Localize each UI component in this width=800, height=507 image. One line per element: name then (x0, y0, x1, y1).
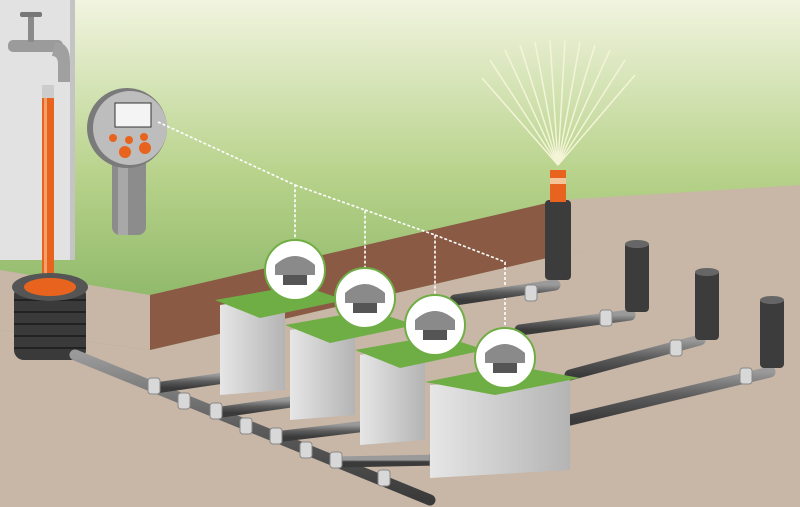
controller-button (140, 133, 148, 141)
control-wires (157, 121, 506, 335)
controller-button (125, 136, 133, 144)
valve-icon (264, 239, 326, 301)
valve-icon (404, 294, 466, 356)
sprinkler (695, 268, 719, 340)
controller-button (119, 146, 131, 158)
controller-button (109, 134, 117, 142)
controller-display (114, 102, 152, 128)
sprinkler (625, 240, 649, 312)
house-wall (0, 0, 75, 260)
irrigation-controller (87, 88, 167, 235)
sprinkler-active (481, 39, 636, 280)
water-tap-box (12, 273, 88, 360)
faucet-icon (8, 12, 70, 99)
water-spray (481, 39, 636, 166)
valve-icon (334, 267, 396, 329)
sprinkler (760, 296, 784, 368)
valve-icon (474, 327, 536, 389)
controller-button (139, 142, 151, 154)
supply-hose (42, 98, 54, 278)
soil-right (560, 185, 800, 255)
